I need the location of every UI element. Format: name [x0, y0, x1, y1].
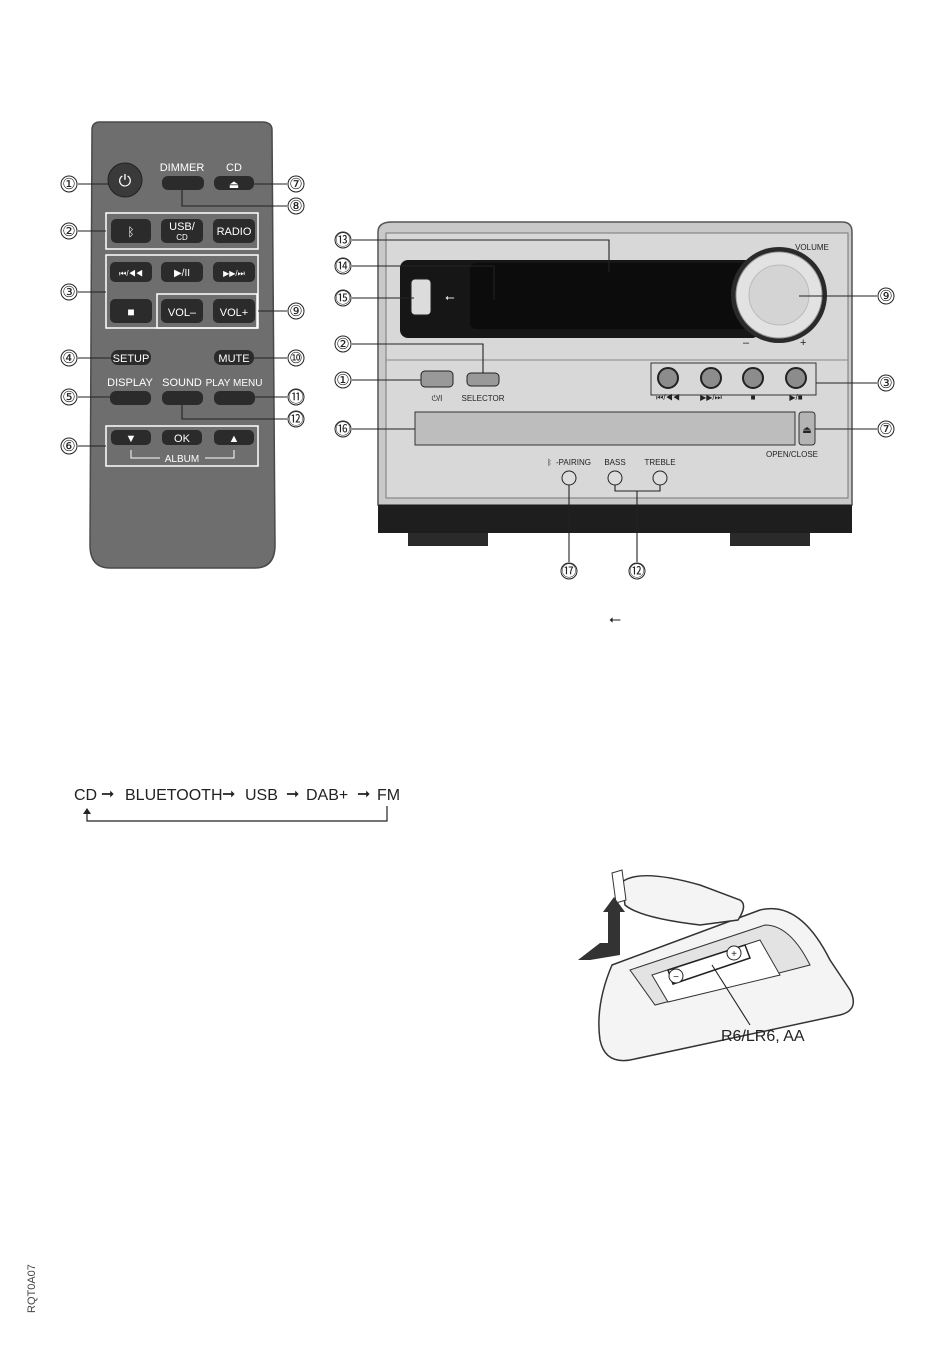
display-button[interactable]	[110, 391, 151, 405]
usb-icon: ⭠	[445, 290, 455, 304]
radio-label: RADIO	[217, 226, 252, 238]
sound-button[interactable]	[162, 391, 203, 405]
dimmer-button[interactable]	[162, 176, 204, 190]
arrow-icon: ➞	[357, 786, 370, 803]
unit-play-pause-label: ▶/■	[789, 393, 802, 402]
callout-12-unit: ⑫	[629, 563, 644, 580]
play-pause-label: ▶/II	[174, 268, 190, 279]
open-close-label: OPEN/CLOSE	[766, 450, 818, 459]
eject-icon-unit: ⏏	[802, 425, 811, 436]
unit-skip-fwd-label: ▶▶/⏭	[700, 393, 722, 402]
skip-back-label: ⏮/◀◀	[119, 269, 143, 278]
callout-9-unit: ⑨	[879, 288, 892, 305]
power-icon: ⏻	[119, 173, 132, 190]
callout-7-remote: ⑦	[289, 176, 302, 193]
callout-1-remote: ①	[62, 176, 75, 193]
unit-power-label: ⏻/I	[432, 394, 443, 403]
callout-5-remote: ⑤	[62, 389, 75, 406]
main-unit: ⭠ VOLUME – + ⏻/I SELECTOR ⏮/◀◀ ▶▶/⏭ ■ ▶/…	[378, 222, 852, 546]
unit-stop-button[interactable]	[743, 368, 763, 388]
play-menu-button[interactable]	[214, 391, 255, 405]
setup-label: SETUP	[113, 353, 150, 365]
sequence-cd: CD	[74, 787, 97, 804]
callout-2-unit: ②	[336, 336, 349, 353]
sequence-fm: FM	[377, 787, 400, 804]
dimmer-label: DIMMER	[160, 162, 205, 174]
minus-icon: −	[673, 972, 679, 983]
eject-icon: ⏏	[229, 179, 239, 191]
usb-cd-label-2: CD	[176, 233, 188, 242]
bass-button[interactable]	[608, 471, 622, 485]
unit-play-pause-button[interactable]	[786, 368, 806, 388]
callout-8-remote: ⑧	[289, 198, 302, 215]
callout-4-remote: ④	[62, 350, 75, 367]
callout-12-remote: ⑫	[288, 411, 303, 428]
cd-label: CD	[226, 162, 242, 174]
callout-6-remote: ⑥	[62, 438, 75, 455]
callout-1-unit: ①	[336, 372, 349, 389]
battery-illustration: − + R6/LR6, AA	[578, 870, 853, 1061]
selector-label: SELECTOR	[462, 394, 505, 403]
usb-symbol-caption: ⭠	[609, 611, 621, 628]
callout-15-unit: ⑮	[335, 290, 350, 307]
remote-control: ⏻ DIMMER CD ⏏ ᛒ USB/ CD RADIO ⏮/◀◀ ▶/II …	[90, 122, 275, 568]
sequence-usb: USB	[245, 787, 278, 804]
volume-minus-label: –	[743, 337, 750, 349]
arrow-icon: ➞	[286, 786, 299, 803]
unit-skip-fwd-button[interactable]	[701, 368, 721, 388]
arrow-icon: ➞	[222, 786, 235, 803]
battery-label: R6/LR6, AA	[721, 1028, 805, 1045]
unit-skip-back-button[interactable]	[658, 368, 678, 388]
callout-3-unit: ③	[879, 375, 892, 392]
stop-label: ■	[127, 305, 134, 319]
pairing-label: -PAIRING	[556, 458, 591, 467]
callout-16-unit: ⑯	[335, 421, 350, 438]
arrow-icon: ➞	[101, 786, 114, 803]
vol-plus-label: VOL+	[220, 307, 248, 319]
callout-17-unit: ⑰	[561, 563, 576, 580]
callout-2-remote: ②	[62, 223, 75, 240]
sound-label: SOUND	[162, 377, 202, 389]
skip-fwd-label: ▶▶/⏭	[223, 269, 245, 278]
up-label: ▲	[229, 433, 240, 445]
callout-9-remote: ⑨	[289, 303, 302, 320]
callout-7-unit: ⑦	[879, 421, 892, 438]
bluetooth-icon: ᛒ	[127, 225, 134, 239]
treble-label: TREBLE	[644, 458, 675, 467]
selector-button[interactable]	[467, 373, 499, 386]
sequence-bluetooth: BLUETOOTH	[125, 787, 223, 804]
bluetooth-icon-unit: ᛒ	[547, 458, 552, 467]
callout-14-unit: ⑭	[335, 258, 350, 275]
unit-skip-back-label: ⏮/◀◀	[656, 393, 680, 402]
callout-13-unit: ⑬	[335, 232, 350, 249]
mute-label: MUTE	[218, 353, 249, 365]
selector-sequence: CD ➞ BLUETOOTH ➞ USB ➞ DAB+ ➞ FM	[74, 786, 400, 821]
vol-minus-label: VOL–	[168, 307, 197, 319]
callout-3-remote: ③	[62, 284, 75, 301]
volume-plus-label: +	[800, 337, 806, 349]
album-label: ALBUM	[165, 454, 199, 465]
callout-11-remote: ⑪	[288, 389, 303, 406]
ok-label: OK	[174, 433, 191, 445]
usb-cd-label: USB/	[169, 221, 196, 233]
play-menu-label: PLAY MENU	[206, 378, 263, 389]
treble-button[interactable]	[653, 471, 667, 485]
pairing-button[interactable]	[562, 471, 576, 485]
sequence-dab: DAB+	[306, 787, 348, 804]
down-label: ▼	[126, 433, 137, 445]
callout-10-remote: ⑩	[289, 350, 302, 367]
plus-icon: +	[731, 949, 737, 960]
bass-label: BASS	[604, 458, 625, 467]
unit-stop-label: ■	[751, 393, 756, 402]
document-code: RQT0A07	[26, 1264, 38, 1313]
display-label: DISPLAY	[107, 377, 153, 389]
volume-label: VOLUME	[795, 243, 829, 252]
unit-power-button[interactable]	[421, 371, 453, 387]
